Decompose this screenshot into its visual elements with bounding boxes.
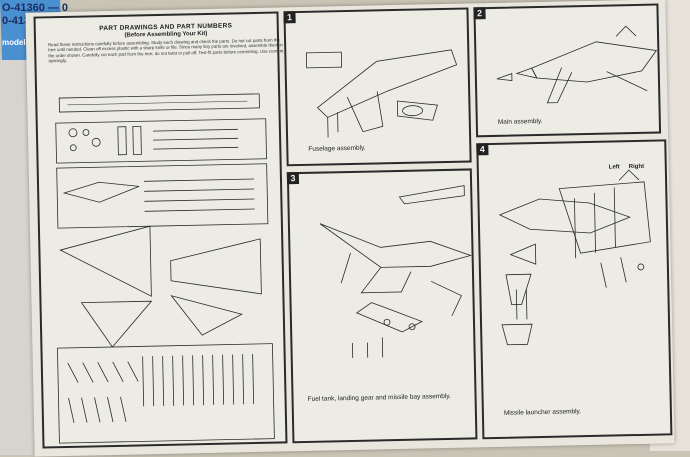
step-2-panel: 2 Main assembly. [473, 3, 662, 138]
sprue-tree-1 [55, 118, 267, 164]
step-1-caption: Fuselage assembly. [308, 144, 366, 153]
wing-right [170, 238, 262, 295]
instruction-sheet: PART DRAWINGS AND PART NUMBERS (Before A… [25, 0, 675, 457]
sprue-tree-2 [56, 163, 269, 229]
step-2-drawing [496, 25, 658, 104]
background-label-1: O-41360 — 0 [2, 2, 69, 14]
step-2-caption: Main assembly. [497, 117, 543, 126]
step-1-panel: 1 Fuselage assembly. [283, 7, 472, 167]
step-3-panel: 3 Fuel tank, landing gear and missile ba… [286, 168, 478, 444]
sprue-fuselage [58, 93, 260, 113]
sprue-small-parts [57, 343, 275, 444]
background-brand: models [2, 38, 31, 47]
parts-drawings [55, 93, 275, 444]
step-4-panel: 4 Left Right Missile launcher assembly. [476, 139, 673, 440]
step-1-drawing [305, 49, 458, 138]
parts-panel: PART DRAWINGS AND PART NUMBERS (Before A… [33, 11, 288, 449]
wing-left [59, 225, 152, 297]
step-3-drawing [319, 185, 472, 358]
step-4-drawing [498, 169, 651, 346]
